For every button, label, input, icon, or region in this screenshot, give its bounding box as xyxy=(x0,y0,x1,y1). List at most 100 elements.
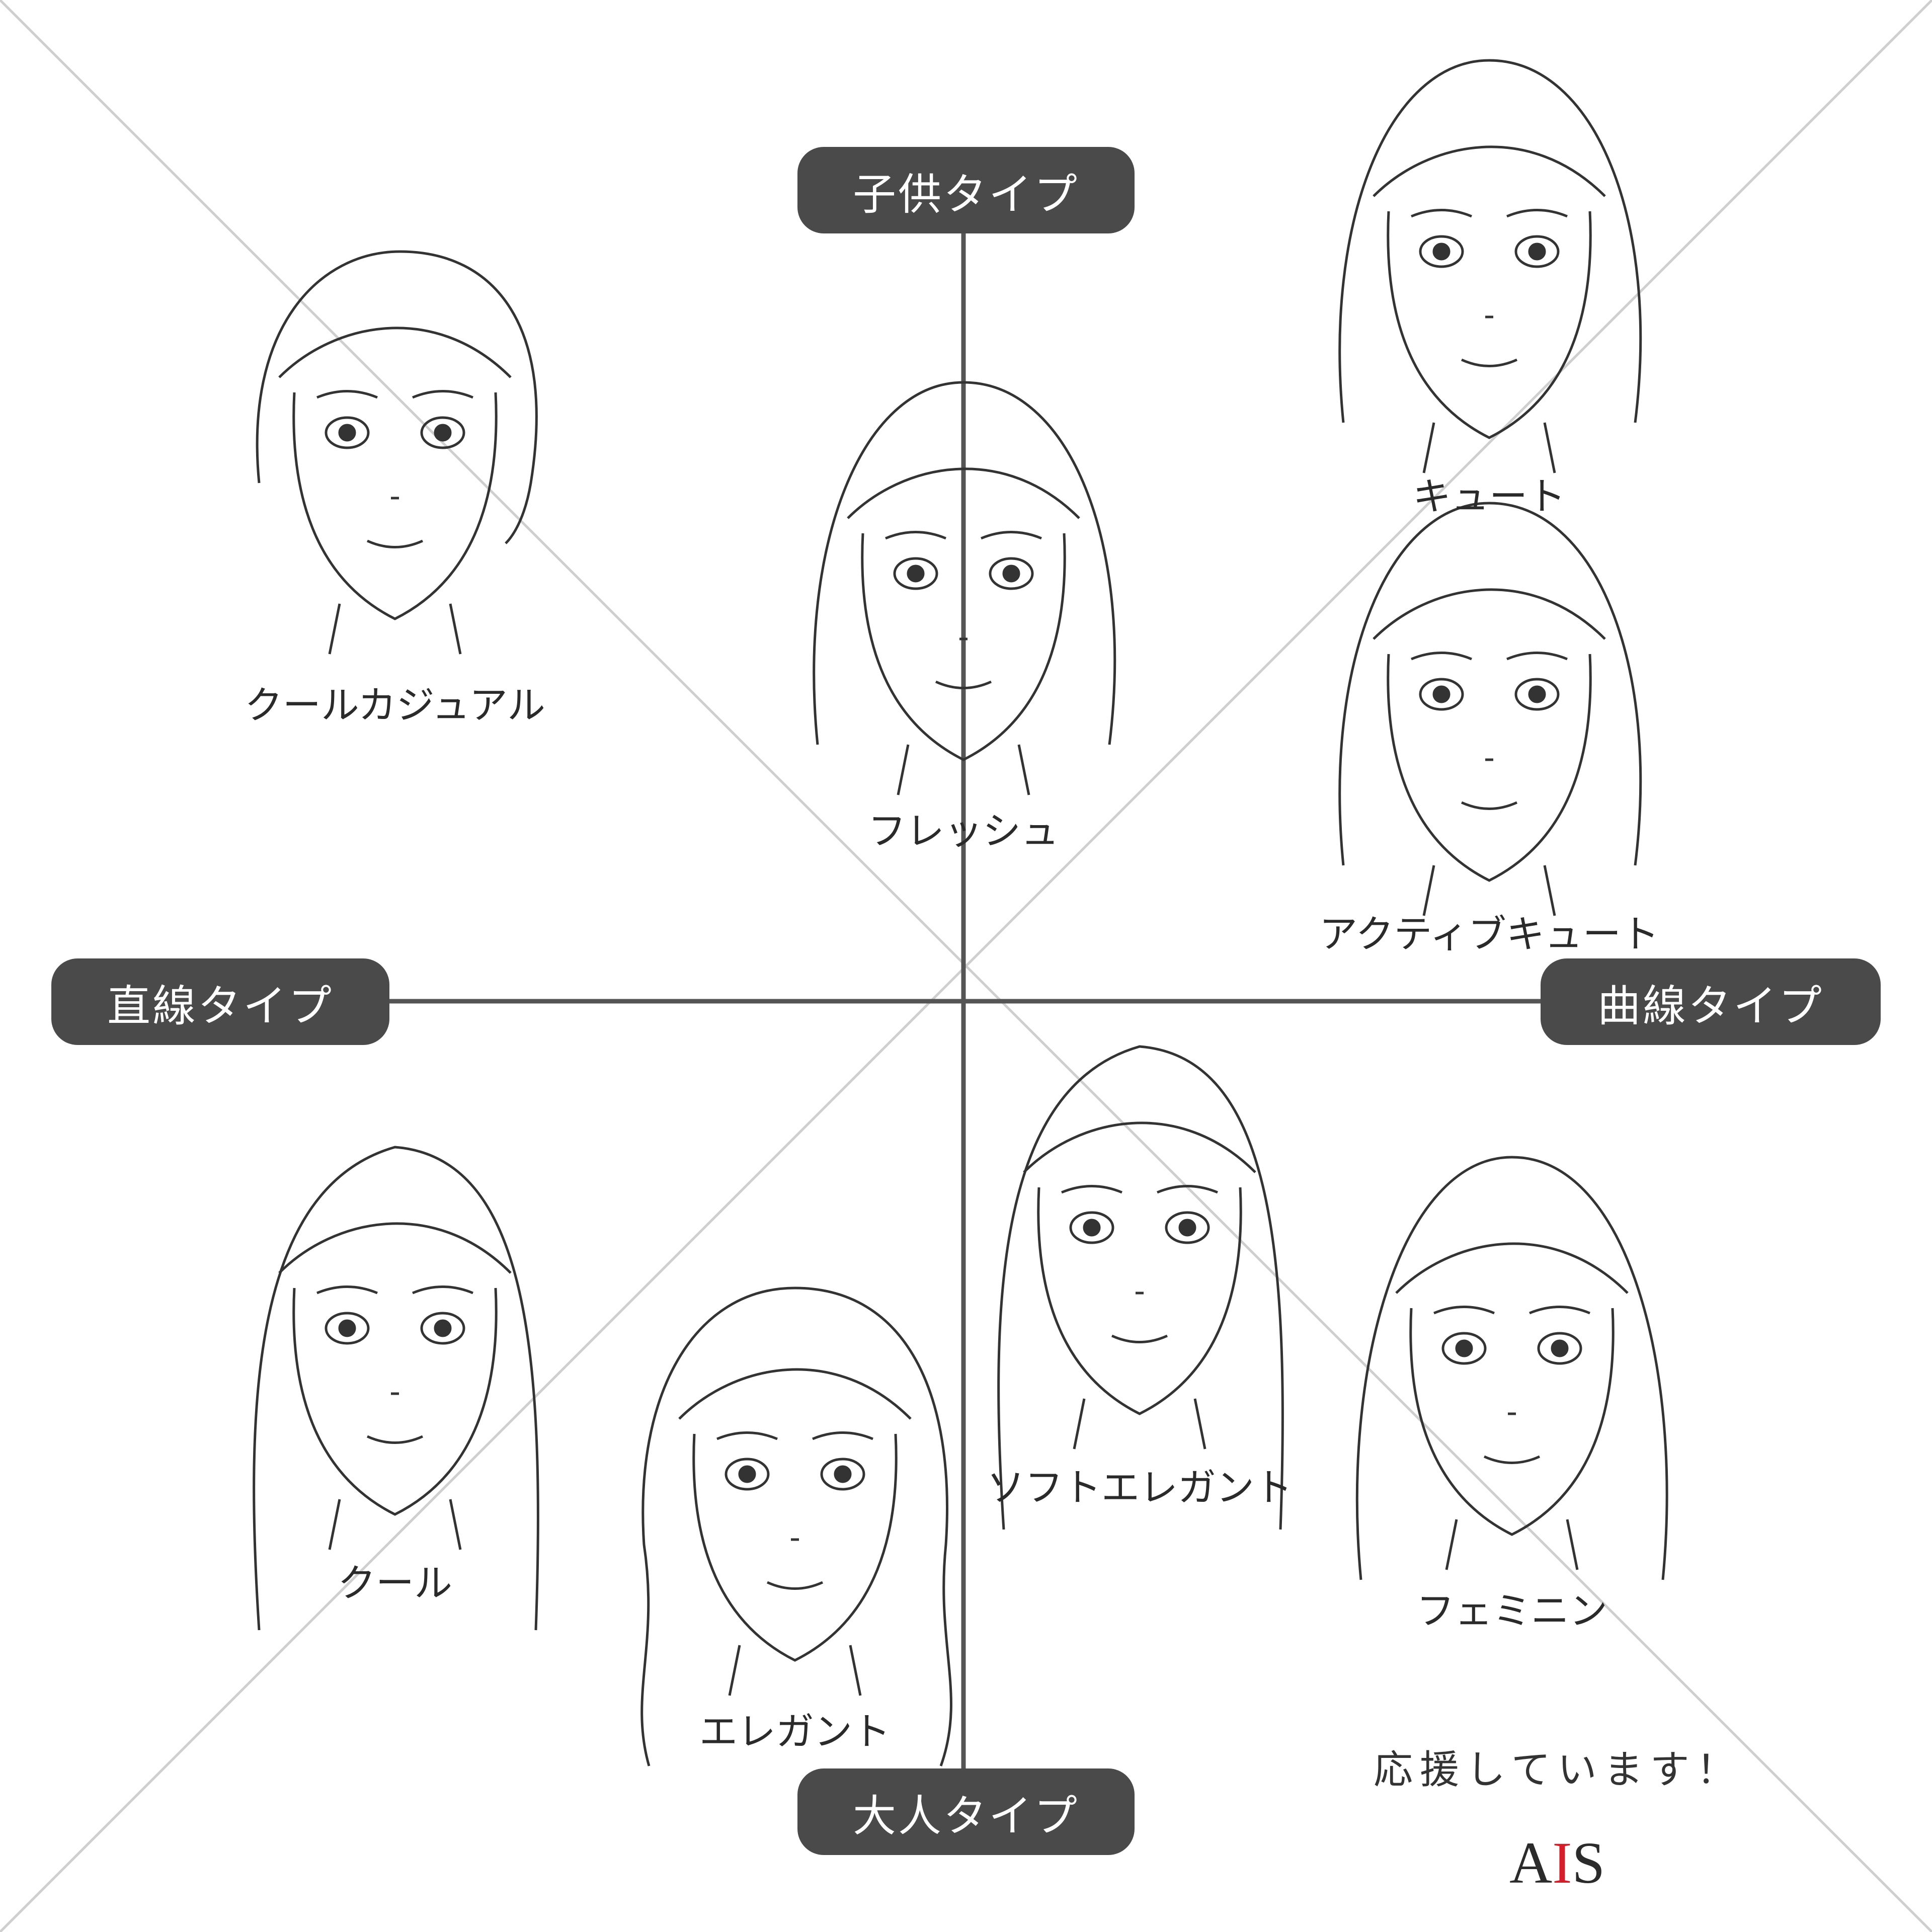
face-label-elegant: エレガント xyxy=(699,1709,891,1754)
right-pupil xyxy=(1528,685,1546,703)
face-illustration-cool xyxy=(253,1146,539,1631)
face-label-cute: キュート xyxy=(1413,474,1566,519)
neck xyxy=(1073,1398,1206,1450)
hair-outline xyxy=(813,381,1116,745)
neck xyxy=(1422,865,1556,916)
axis-label-bottom: 大人タイプ xyxy=(797,1768,1135,1855)
right-eye xyxy=(1165,1211,1210,1244)
face-label-soft-elegant: ソフトエレガント xyxy=(987,1465,1293,1510)
left-pupil xyxy=(338,1319,356,1337)
brand-letter-i: I xyxy=(1552,1830,1572,1896)
face-label-active-cute: アクティブキュート xyxy=(1319,912,1659,956)
left-brow xyxy=(885,531,946,540)
hair-outline xyxy=(640,1286,952,1766)
face-illustration-soft-elegant xyxy=(997,1045,1284,1530)
left-brow xyxy=(716,1431,778,1440)
faces-layer xyxy=(253,59,1668,1766)
left-eye xyxy=(725,1458,770,1491)
bangs-line xyxy=(1395,1242,1629,1294)
face-label-cool: クール xyxy=(338,1561,452,1605)
face-outline xyxy=(861,533,1066,761)
left-pupil xyxy=(1432,243,1451,261)
bangs-line xyxy=(1373,145,1606,197)
right-pupil xyxy=(1178,1219,1196,1237)
left-brow xyxy=(1411,652,1472,661)
neck xyxy=(1445,1519,1579,1570)
right-pupil xyxy=(1551,1339,1569,1357)
bangs-line xyxy=(1023,1121,1256,1173)
right-pupil xyxy=(1528,243,1546,261)
left-eye xyxy=(325,1312,370,1345)
mouth xyxy=(766,1581,824,1590)
right-brow xyxy=(812,1431,873,1440)
face-outline xyxy=(692,1433,898,1662)
face-label-fresh: フレッシュ xyxy=(868,809,1059,853)
face-label-cool-casual: クールカジュアル xyxy=(244,683,546,728)
left-pupil xyxy=(1432,685,1451,703)
face-outline xyxy=(292,392,498,620)
axis-label-right: 曲線タイプ xyxy=(1541,958,1881,1045)
face-illustration-cool-casual xyxy=(256,250,538,655)
right-pupil xyxy=(434,424,452,442)
left-pupil xyxy=(738,1465,756,1483)
hair-outline xyxy=(997,1045,1284,1530)
left-eye xyxy=(1069,1211,1114,1244)
face-illustration-feminine xyxy=(1355,1156,1668,1580)
left-pupil xyxy=(907,565,925,583)
hair-outline xyxy=(253,1146,539,1631)
bangs-line xyxy=(1373,588,1606,640)
right-eye xyxy=(989,557,1034,590)
bangs-line xyxy=(678,1368,912,1420)
right-eye xyxy=(1514,678,1560,711)
brand-letter-a: A xyxy=(1509,1830,1553,1896)
face-illustration-fresh xyxy=(813,381,1116,795)
neck xyxy=(328,1499,462,1550)
hair-outline xyxy=(256,250,538,544)
right-eye xyxy=(1537,1332,1582,1365)
right-pupil xyxy=(434,1319,452,1337)
face-outline xyxy=(292,1287,498,1516)
right-brow xyxy=(1157,1185,1218,1194)
left-pupil xyxy=(338,424,356,442)
neck xyxy=(328,603,462,655)
right-pupil xyxy=(834,1465,852,1483)
hair-outline xyxy=(1355,1156,1668,1580)
face-illustration-active-cute xyxy=(1338,502,1642,916)
face-illustration-cute xyxy=(1338,59,1642,473)
right-brow xyxy=(1506,209,1568,218)
face-illustration-elegant xyxy=(640,1286,952,1766)
left-pupil xyxy=(1455,1339,1473,1357)
left-brow xyxy=(316,1285,378,1295)
bangs-line xyxy=(278,327,512,378)
left-brow xyxy=(1061,1185,1122,1194)
mouth xyxy=(1461,801,1518,810)
face-outline xyxy=(1409,1308,1615,1536)
right-brow xyxy=(1506,652,1568,661)
left-brow xyxy=(316,390,378,399)
brand-logo: AIS xyxy=(1509,1829,1605,1897)
left-brow xyxy=(1411,209,1472,218)
right-brow xyxy=(1529,1306,1590,1315)
face-outline xyxy=(1387,211,1592,439)
bangs-line xyxy=(278,1222,512,1274)
left-eye xyxy=(1419,678,1464,711)
mouth xyxy=(1483,1455,1541,1464)
right-eye xyxy=(420,416,465,449)
mouth xyxy=(1111,1334,1168,1343)
right-eye xyxy=(820,1458,865,1491)
neck xyxy=(897,744,1030,795)
right-eye xyxy=(1514,235,1560,268)
mouth xyxy=(366,1435,424,1444)
face-label-feminine: フェミニン xyxy=(1416,1588,1607,1633)
hair-outline xyxy=(1338,502,1642,866)
mouth xyxy=(1461,358,1518,367)
face-outline xyxy=(1037,1187,1242,1415)
left-eye xyxy=(893,557,938,590)
right-brow xyxy=(981,531,1042,540)
neck xyxy=(1422,422,1556,473)
axis-label-top: 子供タイプ xyxy=(797,147,1135,233)
right-pupil xyxy=(1002,565,1020,583)
right-brow xyxy=(412,390,473,399)
